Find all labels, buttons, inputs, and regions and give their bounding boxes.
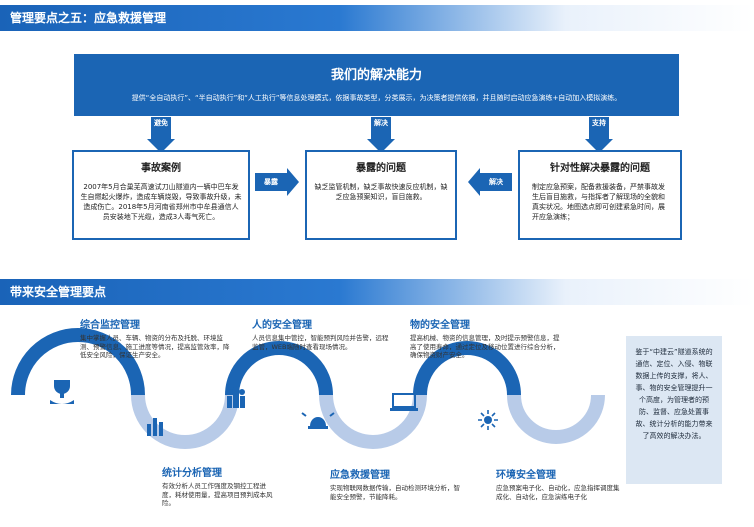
solution-capability-box: 我们的解决能力 提供“全自动执行”、“半自动执行”和“人工执行”等信息处理模式，… (74, 54, 679, 116)
card-body: 2007年5月合巢芜高速试刀山隧道内一辆中巴车发生自燃起火爆炸，造成车辆烧毁，导… (80, 183, 242, 221)
trophy-hand-icon (50, 380, 74, 404)
node-desc-environment: 应急预案电子化、自动化，应急指挥调度集成化、自动化，应急演练电子化 (496, 484, 620, 501)
alarm-bell-icon (301, 412, 335, 429)
support-arrow: 支持 (585, 117, 613, 153)
node-title-things: 物的安全管理 (410, 320, 470, 331)
targeted-solution-card: 针对性解决暴露的问题 制定应急预案，配备救援装备，严禁事故发生后盲目施救，与指挥… (518, 150, 682, 240)
laptop-icon (390, 393, 418, 411)
node-title-monitoring: 综合监控管理 (80, 320, 140, 331)
section-header-emergency: 管理要点之五：应急救援管理 (0, 5, 754, 31)
avoid-label: 避免 (154, 119, 168, 127)
solution-description: 提供“全自动执行”、“半自动执行”和“人工执行”等信息处理模式，依据事故类型，分… (131, 94, 622, 102)
node-desc-monitoring: 集中掌握人员、车辆、物资的分布及托脱、环境监测、预警信息、施工进度等情况，提高监… (80, 334, 230, 359)
section-header-text: 管理要点之五：应急救援管理 (10, 11, 167, 25)
people-icon (227, 386, 245, 408)
expose-label: 暴露 (255, 173, 287, 191)
expose-arrow: 暴露 (255, 168, 299, 196)
sun-icon (478, 410, 498, 430)
node-desc-emergency: 实现物联网数据传输，自动检测环境分析，智能安全预警，节能降耗。 (330, 484, 460, 501)
solve-label: 解决 (480, 173, 512, 191)
node-title-statistics: 统计分析管理 (162, 468, 222, 479)
card-title: 针对性解决暴露的问题 (550, 163, 650, 174)
solve-arrow: 解决 (468, 168, 512, 196)
card-body: 缺乏监管机制，缺乏事故快速反应机制，缺乏应急预案知识，盲目施救。 (314, 183, 448, 201)
support-label: 支持 (592, 119, 606, 127)
node-desc-statistics: 有效分析人员工作强度及钢控工程进度，耗材使用量，提高项目预判成本风险。 (162, 482, 273, 507)
node-desc-people: 人员信息集中管控，智能预判风险并告警，远程监管，WEB端随时查看现场情况。 (252, 334, 389, 351)
solve-down-arrow: 解决 (367, 117, 395, 153)
node-desc-things: 提高机械、物资的信息管理，及时提示预警信息，提高了使用寿命，通过定位及移动位置进… (410, 334, 560, 359)
wave-connector (11, 328, 605, 449)
exposed-problems-card: 暴露的问题 缺乏监管机制，缺乏事故快速反应机制，缺乏应急预案知识，盲目施救。 (305, 150, 457, 240)
bar-chart-icon (147, 418, 163, 436)
solution-title: 我们的解决能力 (330, 68, 422, 83)
accident-cases-card: 事故案例 2007年5月合巢芜高速试刀山隧道内一辆中巴车发生自燃起火爆炸，造成车… (72, 150, 250, 240)
section-header-safety: 带来安全管理要点 (0, 279, 754, 305)
avoid-arrow: 避免 (147, 117, 175, 153)
node-title-environment: 环境安全管理 (496, 470, 556, 481)
card-title: 暴露的问题 (356, 163, 406, 174)
node-title-people: 人的安全管理 (252, 320, 312, 331)
solve-down-label: 解决 (374, 119, 388, 127)
node-title-emergency: 应急救援管理 (330, 470, 390, 481)
summary-box: 鉴于“中建云”隧道系统的通信、定位、入侵、物联数据上传的支撑，将人、事、物的安全… (626, 336, 722, 484)
card-title: 事故案例 (141, 163, 181, 174)
section-header-text: 带来安全管理要点 (10, 285, 107, 299)
card-body: 制定应急预案，配备救援装备，严禁事故发生后盲目施救，与指挥者了解现场的全貌和真实… (532, 183, 665, 221)
